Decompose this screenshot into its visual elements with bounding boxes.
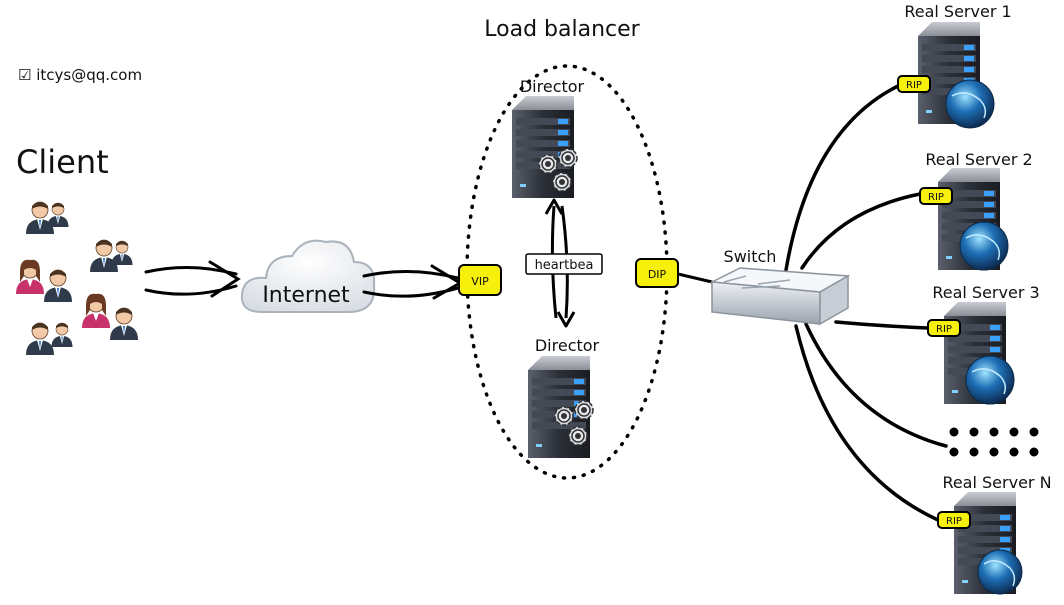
vip-label: VIP (471, 275, 489, 288)
switch-uplinks (784, 84, 948, 522)
switch-label: Switch (724, 247, 777, 266)
director-bottom-server-icon (528, 356, 594, 458)
dip-to-switch-line (677, 272, 713, 284)
real-server-2-rip-tag: RIP (919, 187, 953, 205)
more-servers-ellipsis (949, 427, 1039, 457)
internet-cloud: Internet (240, 239, 376, 313)
real-server-2-rip: RIP (928, 192, 944, 203)
real-server-2-label: Real Server 2 (925, 150, 1032, 169)
client-users-group (15, 201, 139, 356)
dip-tag: DIP (635, 258, 679, 288)
real-server-3-rip: RIP (936, 324, 952, 335)
vip-tag: VIP (458, 264, 502, 296)
real-server-3-label: Real Server 3 (932, 283, 1039, 302)
load-balancer-title: Load balancer (484, 17, 640, 42)
real-server-1-label: Real Server 1 (904, 2, 1011, 21)
real-server-n-icon (954, 492, 1023, 595)
internet-label: Internet (262, 283, 350, 308)
real-server-1-rip: RIP (906, 80, 922, 91)
real-server-1-rip-tag: RIP (897, 75, 931, 93)
heartbeat-label: heartbea (535, 258, 594, 273)
switch-device: Switch (709, 247, 851, 326)
heartbeat-label-box: heartbea (525, 253, 603, 275)
real-server-n-rip-tag: RIP (937, 511, 971, 529)
client-title: Client (16, 143, 109, 181)
internet-to-vip-arrow (362, 264, 463, 300)
real-server-3-rip-tag: RIP (927, 319, 961, 337)
real-server-2-icon (938, 168, 1009, 271)
director-bottom-label: Director (535, 336, 600, 355)
real-server-1-icon (918, 22, 995, 129)
real-server-n-label: Real Server N (942, 473, 1051, 492)
client-to-internet-arrow (144, 260, 241, 298)
watermark-email: ☑ itcys@qq.com (18, 66, 143, 84)
director-top-server-icon (512, 96, 578, 198)
dip-label: DIP (648, 268, 667, 281)
director-top-label: Director (520, 77, 585, 96)
real-server-3-icon (944, 302, 1015, 405)
real-server-n-rip: RIP (946, 516, 962, 527)
